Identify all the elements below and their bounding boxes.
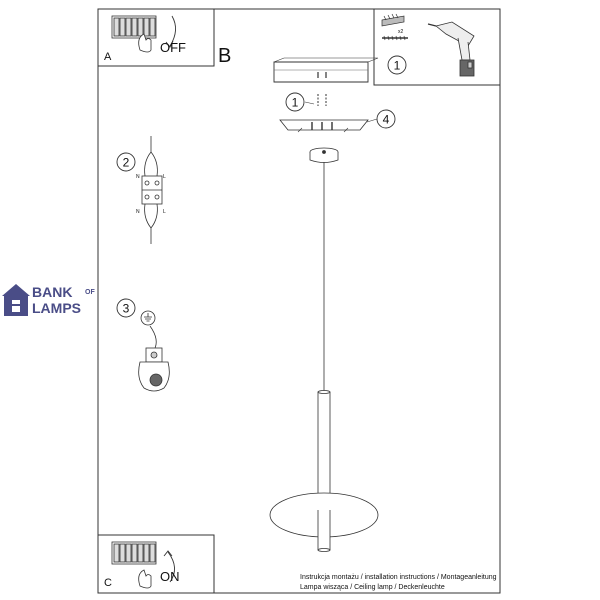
footer-line-2: Lampa wisząca / Ceiling lamp / Deckenleu… [300, 584, 445, 591]
arrow-up-icon [167, 551, 175, 583]
step-marker-1-top [387, 55, 407, 75]
wall-plugs [317, 94, 327, 106]
step-marker-1-ceiling [285, 92, 305, 112]
screw-icon [382, 35, 408, 41]
hardware-quantity: x2 [398, 29, 404, 35]
mounting-bracket [279, 119, 369, 133]
panel-c: C ON [97, 534, 215, 594]
ground-symbol-icon [140, 310, 156, 326]
bank-of-lamps-logo: BANK OF LAMPS [2, 284, 95, 316]
step-marker-3 [116, 298, 136, 318]
panel-c-frame [97, 534, 215, 594]
step-2-wiring: 2 N L N L [116, 136, 166, 244]
wire-l-bottom: L [163, 209, 166, 215]
wire-l-top: L [163, 174, 166, 180]
step-1-top-label: 1 [394, 59, 401, 73]
drill-icon [427, 21, 475, 77]
panel-a-label: A [104, 51, 112, 63]
step-marker-2 [116, 152, 136, 172]
step-1-ceiling-label: 1 [292, 96, 299, 110]
hand-icon [138, 33, 152, 53]
step-3-label: 3 [123, 302, 130, 316]
pendant-lamp [269, 162, 379, 552]
logo-line-2: LAMPS [32, 300, 81, 316]
step-2-label: 2 [123, 156, 130, 170]
step-4-label: 4 [383, 113, 390, 127]
step-3-earth: 3 [116, 298, 170, 392]
outer-frame [97, 8, 501, 594]
fuse-box-icon [111, 15, 157, 53]
panel-a-action: OFF [160, 40, 186, 55]
footer-line-1: Instrukcja montażu / installation instru… [300, 574, 497, 581]
ceiling-slab [273, 61, 369, 83]
fuse-breakers [113, 17, 156, 37]
panel-a-frame [97, 8, 215, 67]
tools-panel: x2 1 [373, 8, 501, 86]
earth-terminal [138, 347, 170, 392]
wires-diagram [141, 136, 163, 244]
panel-a: A OFF [97, 8, 215, 67]
tools-panel-frame [373, 8, 501, 86]
ceiling-mount: 1 4 [273, 57, 396, 163]
wall-plug-icon [381, 13, 405, 27]
ceiling-holes [317, 72, 327, 78]
lighthouse-icon [2, 284, 30, 316]
panel-b-label: B [218, 45, 231, 67]
fuse-box-icon-c [111, 541, 157, 589]
lamp-bottom-tube [317, 510, 331, 551]
canopy [309, 147, 339, 163]
lamp-tube [317, 391, 331, 511]
logo-line-1: BANK [32, 284, 72, 300]
wire-n-top: N [136, 174, 140, 180]
hand-icon-c [138, 569, 152, 589]
panel-c-action: ON [160, 569, 180, 584]
panel-c-label: C [104, 577, 112, 589]
logo-of: OF [85, 289, 95, 296]
wire-n-bottom: N [136, 209, 140, 215]
